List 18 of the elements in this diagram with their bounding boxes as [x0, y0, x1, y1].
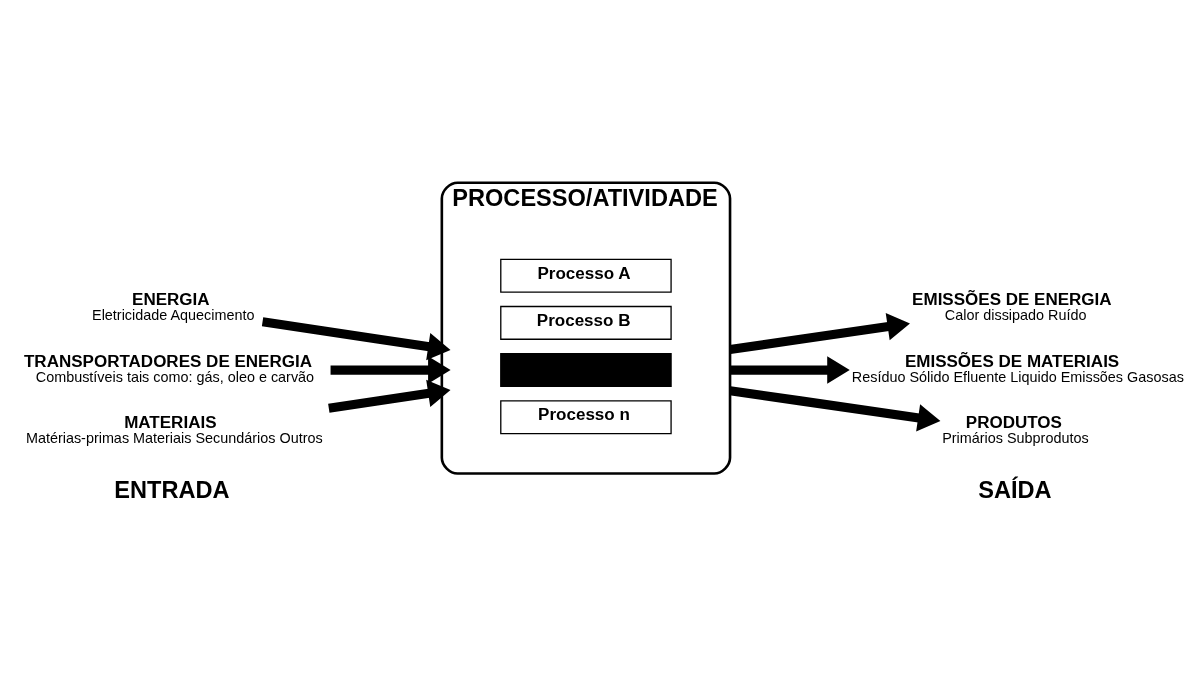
arrow — [261, 316, 451, 360]
node-text: PRODUTOS Primários Subprodutos — [942, 412, 1089, 446]
arrow — [730, 355, 850, 384]
node-box: Processo n — [500, 399, 672, 434]
node-box: Processo B — [500, 305, 672, 340]
node-text: EMISSÕES DE MATERIAIS Resíduo Sólido Efluente Liquido Emissões Gasosas — [851, 351, 1184, 385]
node-text: MATERIAIS Matérias-primas Materiais Secundários Outros — [25, 412, 323, 446]
arrow — [328, 379, 451, 413]
node-box — [500, 352, 672, 387]
node-text: TRANSPORTADORES DE ENERGIA Combustíveis tais como: gás, oleo e carvão — [23, 351, 315, 385]
arrow — [330, 355, 451, 384]
arrow — [729, 385, 941, 431]
node-text: ENERGIA Eletricidade Aquecimento — [92, 289, 255, 323]
arrow — [729, 312, 910, 354]
label: ENTRADA — [114, 476, 230, 503]
node-box: Processo A — [500, 258, 672, 293]
node-text: EMISSÕES DE ENERGIA Calor dissipado Ruído — [912, 289, 1112, 323]
label: SAÍDA — [978, 476, 1052, 503]
